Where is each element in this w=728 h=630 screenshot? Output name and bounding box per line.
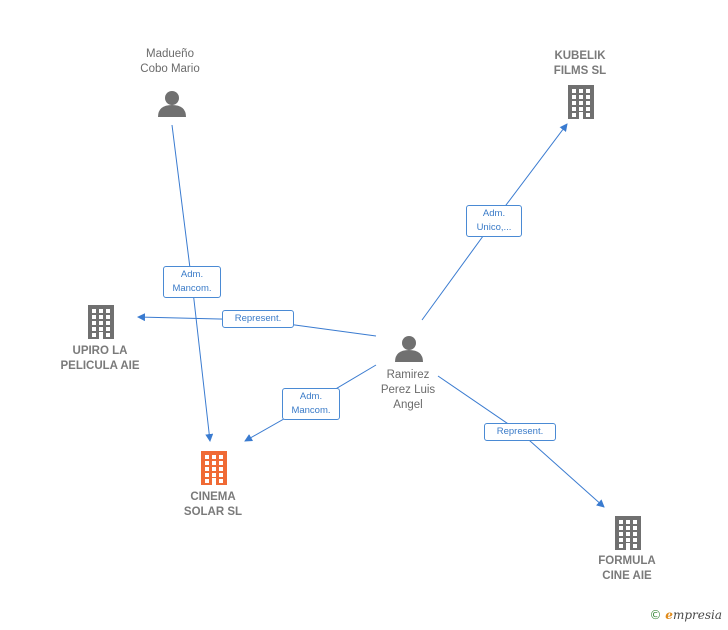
node-label-kubelik[interactable]: KUBELIK FILMS SL	[553, 50, 607, 77]
edge-label-ramirez-to-kubelik[interactable]: Adm. Unico,...	[466, 205, 522, 237]
edge-label-ramirez-to-formula[interactable]: Represent.	[484, 423, 556, 441]
edge-ramirez-to-formula	[437, 375, 605, 508]
node-label-upiro[interactable]: UPIRO LA PELICULA AIE	[60, 345, 140, 372]
building-icon[interactable]	[568, 85, 594, 119]
node-label-madueno[interactable]: Madueño Cobo Mario	[140, 48, 200, 75]
building-icon[interactable]	[88, 305, 114, 339]
building-icon[interactable]	[201, 451, 227, 485]
node-label-formula[interactable]: FORMULA CINE AIE	[598, 555, 656, 582]
person-icon[interactable]	[158, 91, 186, 117]
edge-label-madueno-to-cinema[interactable]: Adm. Mancom.	[163, 266, 221, 298]
copyright-icon: ©	[649, 608, 662, 622]
brand-initial: e	[665, 608, 673, 622]
brand-watermark: © empresia	[649, 608, 722, 622]
node-label-ramirez[interactable]: Ramirez Perez Luis Angel	[380, 368, 436, 411]
edge-label-ramirez-to-upiro[interactable]: Represent.	[222, 310, 294, 328]
edge-madueno-to-cinema	[171, 124, 214, 442]
node-label-cinema[interactable]: CINEMA SOLAR SL	[183, 491, 243, 518]
building-icon[interactable]	[615, 516, 641, 550]
edge-label-ramirez-to-cinema[interactable]: Adm. Mancom.	[282, 388, 340, 420]
person-icon[interactable]	[395, 336, 423, 362]
brand-name: mpresia	[672, 608, 722, 622]
